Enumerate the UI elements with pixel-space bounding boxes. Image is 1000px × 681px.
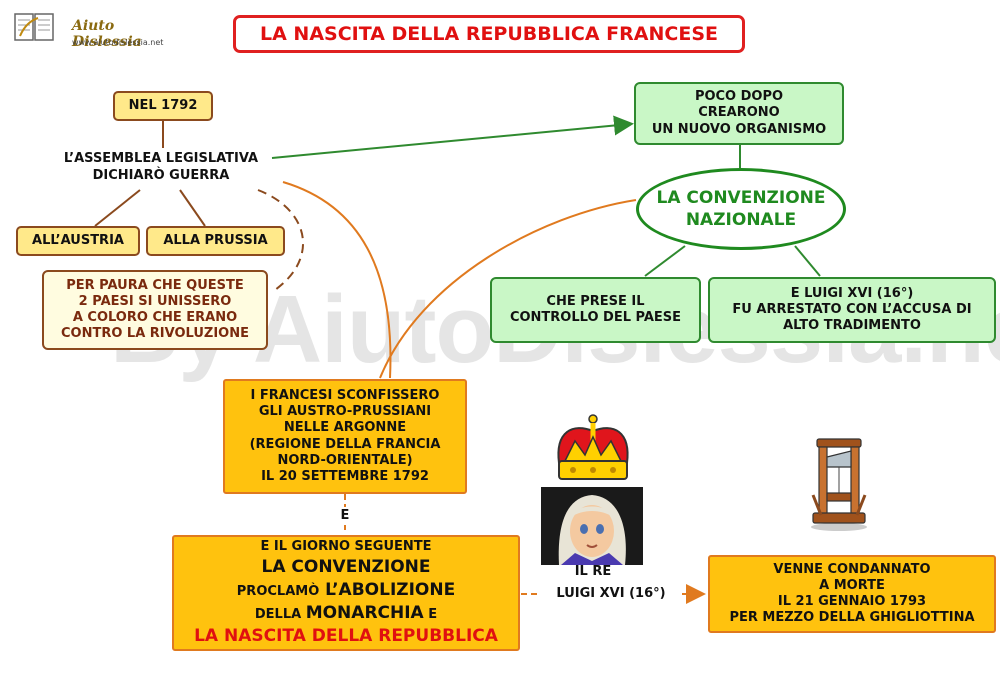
guillotine-icon <box>811 438 867 531</box>
node-austria-text: ALL’AUSTRIA <box>32 232 124 248</box>
link-convenzione-controllo <box>644 245 686 277</box>
link-convenzione-luigi <box>794 245 821 277</box>
link-assemblea-francesi <box>282 181 392 379</box>
node-giorno-line3: PROCLAMÒ L’ABOLIZIONE <box>237 579 455 602</box>
node-condannato: VENNE CONDANNATO A MORTE IL 21 GENNAIO 1… <box>708 555 996 633</box>
node-convenzione-line1: LA CONVENZIONE <box>656 187 826 208</box>
node-francesi-line6: IL 20 SETTEMBRE 1792 <box>261 469 429 484</box>
node-condannato-line1: VENNE CONDANNATO <box>773 561 931 577</box>
book-icon <box>14 13 54 41</box>
node-giorno-line1: E IL GIORNO SEGUENTE <box>260 539 432 555</box>
node-condannato-line3: IL 21 GENNAIO 1793 <box>777 594 927 609</box>
node-controllo-line2: CONTROLLO DEL PAESE <box>509 310 682 325</box>
label-luigi-xvi: LUIGI XVI (16°) <box>541 585 681 603</box>
logo-name: Aiuto Dislessia <box>72 18 142 50</box>
node-paura-line4: CONTRO LA RIVOLUZIONE <box>61 326 249 342</box>
link-assemblea-pocodopo <box>271 115 634 159</box>
node-giorno-abolizione: L’ABOLIZIONE <box>319 579 456 600</box>
label-il-re: IL RE <box>558 563 628 581</box>
logo: Aiuto Dislessia www.aiutodislessia.net <box>12 8 172 50</box>
node-austria: ALL’AUSTRIA <box>16 226 140 256</box>
node-assemblea-line2: DICHIARÒ GUERRA <box>92 168 230 183</box>
node-poco-dopo-line2: CREARONO <box>698 105 780 121</box>
node-condannato-line2: A MORTE <box>819 577 885 593</box>
node-convenzione-line2: NAZIONALE <box>685 210 797 230</box>
node-francesi-line2: GLI AUSTRO-PRUSSIANI <box>258 404 432 419</box>
node-giorno-line5: LA NASCITA DELLA REPUBBLICA <box>194 625 498 646</box>
node-luigi-arrestato-line2: FU ARRESTATO CON L’ACCUSA DI <box>732 301 972 317</box>
node-luigi-arrestato-line1: E LUIGI XVI (16°) <box>790 285 914 301</box>
connector-label-e: E <box>335 507 355 525</box>
page-title: LA NASCITA DELLA REPUBBLICA FRANCESE <box>233 15 745 53</box>
node-controllo-line1: CHE PRESE IL <box>546 293 645 309</box>
node-francesi-line3: NELLE ARGONNE <box>283 420 407 436</box>
node-controllo: CHE PRESE IL CONTROLLO DEL PAESE <box>490 277 701 343</box>
node-poco-dopo-line1: POCO DOPO <box>694 89 784 105</box>
node-paura: PER PAURA CHE QUESTE 2 PAESI SI UNISSERO… <box>42 270 268 350</box>
node-giorno-monarchia: MONARCHIA <box>305 602 424 623</box>
node-condannato-line4: PER MEZZO DELLA GHIGLIOTTINA <box>729 610 975 626</box>
node-prussia-text: ALLA PRUSSIA <box>163 232 268 248</box>
node-nel-1792-text: NEL 1792 <box>128 97 198 113</box>
node-francesi: I FRANCESI SCONFISSERO GLI AUSTRO-PRUSSI… <box>223 379 467 494</box>
connector-label-e-text: E <box>340 507 350 523</box>
node-nel-1792: NEL 1792 <box>113 91 213 121</box>
node-giorno-line2: LA CONVENZIONE <box>261 556 431 577</box>
node-paura-line2: 2 PAESI SI UNISSERO <box>78 293 232 309</box>
label-il-re-text: IL RE <box>574 563 612 579</box>
node-assemblea: L’ASSEMBLEA LEGISLATIVA DICHIARÒ GUERRA <box>45 148 277 188</box>
link-assemblea-paura <box>257 189 304 293</box>
link-assemblea-austria <box>94 189 141 227</box>
link-francesi-convenzione <box>379 199 637 379</box>
node-assemblea-line1: L’ASSEMBLEA LEGISLATIVA <box>63 151 259 167</box>
crown-icon <box>557 414 629 480</box>
node-francesi-line5: NORD-ORIENTALE) <box>277 452 413 468</box>
king-portrait-image <box>541 487 643 565</box>
node-giorno-e: E <box>423 606 438 622</box>
node-giorno-della: DELLA <box>254 606 306 622</box>
logo-url: www.aiutodislessia.net <box>72 38 164 47</box>
node-paura-line3: A COLORO CHE ERANO <box>72 310 238 325</box>
node-luigi-arrestato-line3: ALTO TRADIMENTO <box>783 318 921 334</box>
node-giorno-line4: DELLA MONARCHIA E <box>255 602 437 625</box>
node-giorno-seguente: E IL GIORNO SEGUENTE LA CONVENZIONE PROC… <box>172 535 520 651</box>
node-prussia: ALLA PRUSSIA <box>146 226 285 256</box>
node-francesi-line4: (REGIONE DELLA FRANCIA <box>249 436 441 452</box>
link-assemblea-prussia <box>179 189 206 227</box>
node-convenzione-nazionale: LA CONVENZIONE NAZIONALE <box>636 168 846 250</box>
node-francesi-line1: I FRANCESI SCONFISSERO <box>250 387 440 403</box>
node-poco-dopo: POCO DOPO CREARONO UN NUOVO ORGANISMO <box>634 82 844 145</box>
node-poco-dopo-line3: UN NUOVO ORGANISMO <box>651 121 827 137</box>
node-giorno-proclamo: PROCLAMÒ <box>236 583 320 599</box>
node-luigi-arrestato: E LUIGI XVI (16°) FU ARRESTATO CON L’ACC… <box>708 277 996 343</box>
node-paura-line1: PER PAURA CHE QUESTE <box>66 277 244 293</box>
label-luigi-xvi-text: LUIGI XVI (16°) <box>556 585 666 601</box>
